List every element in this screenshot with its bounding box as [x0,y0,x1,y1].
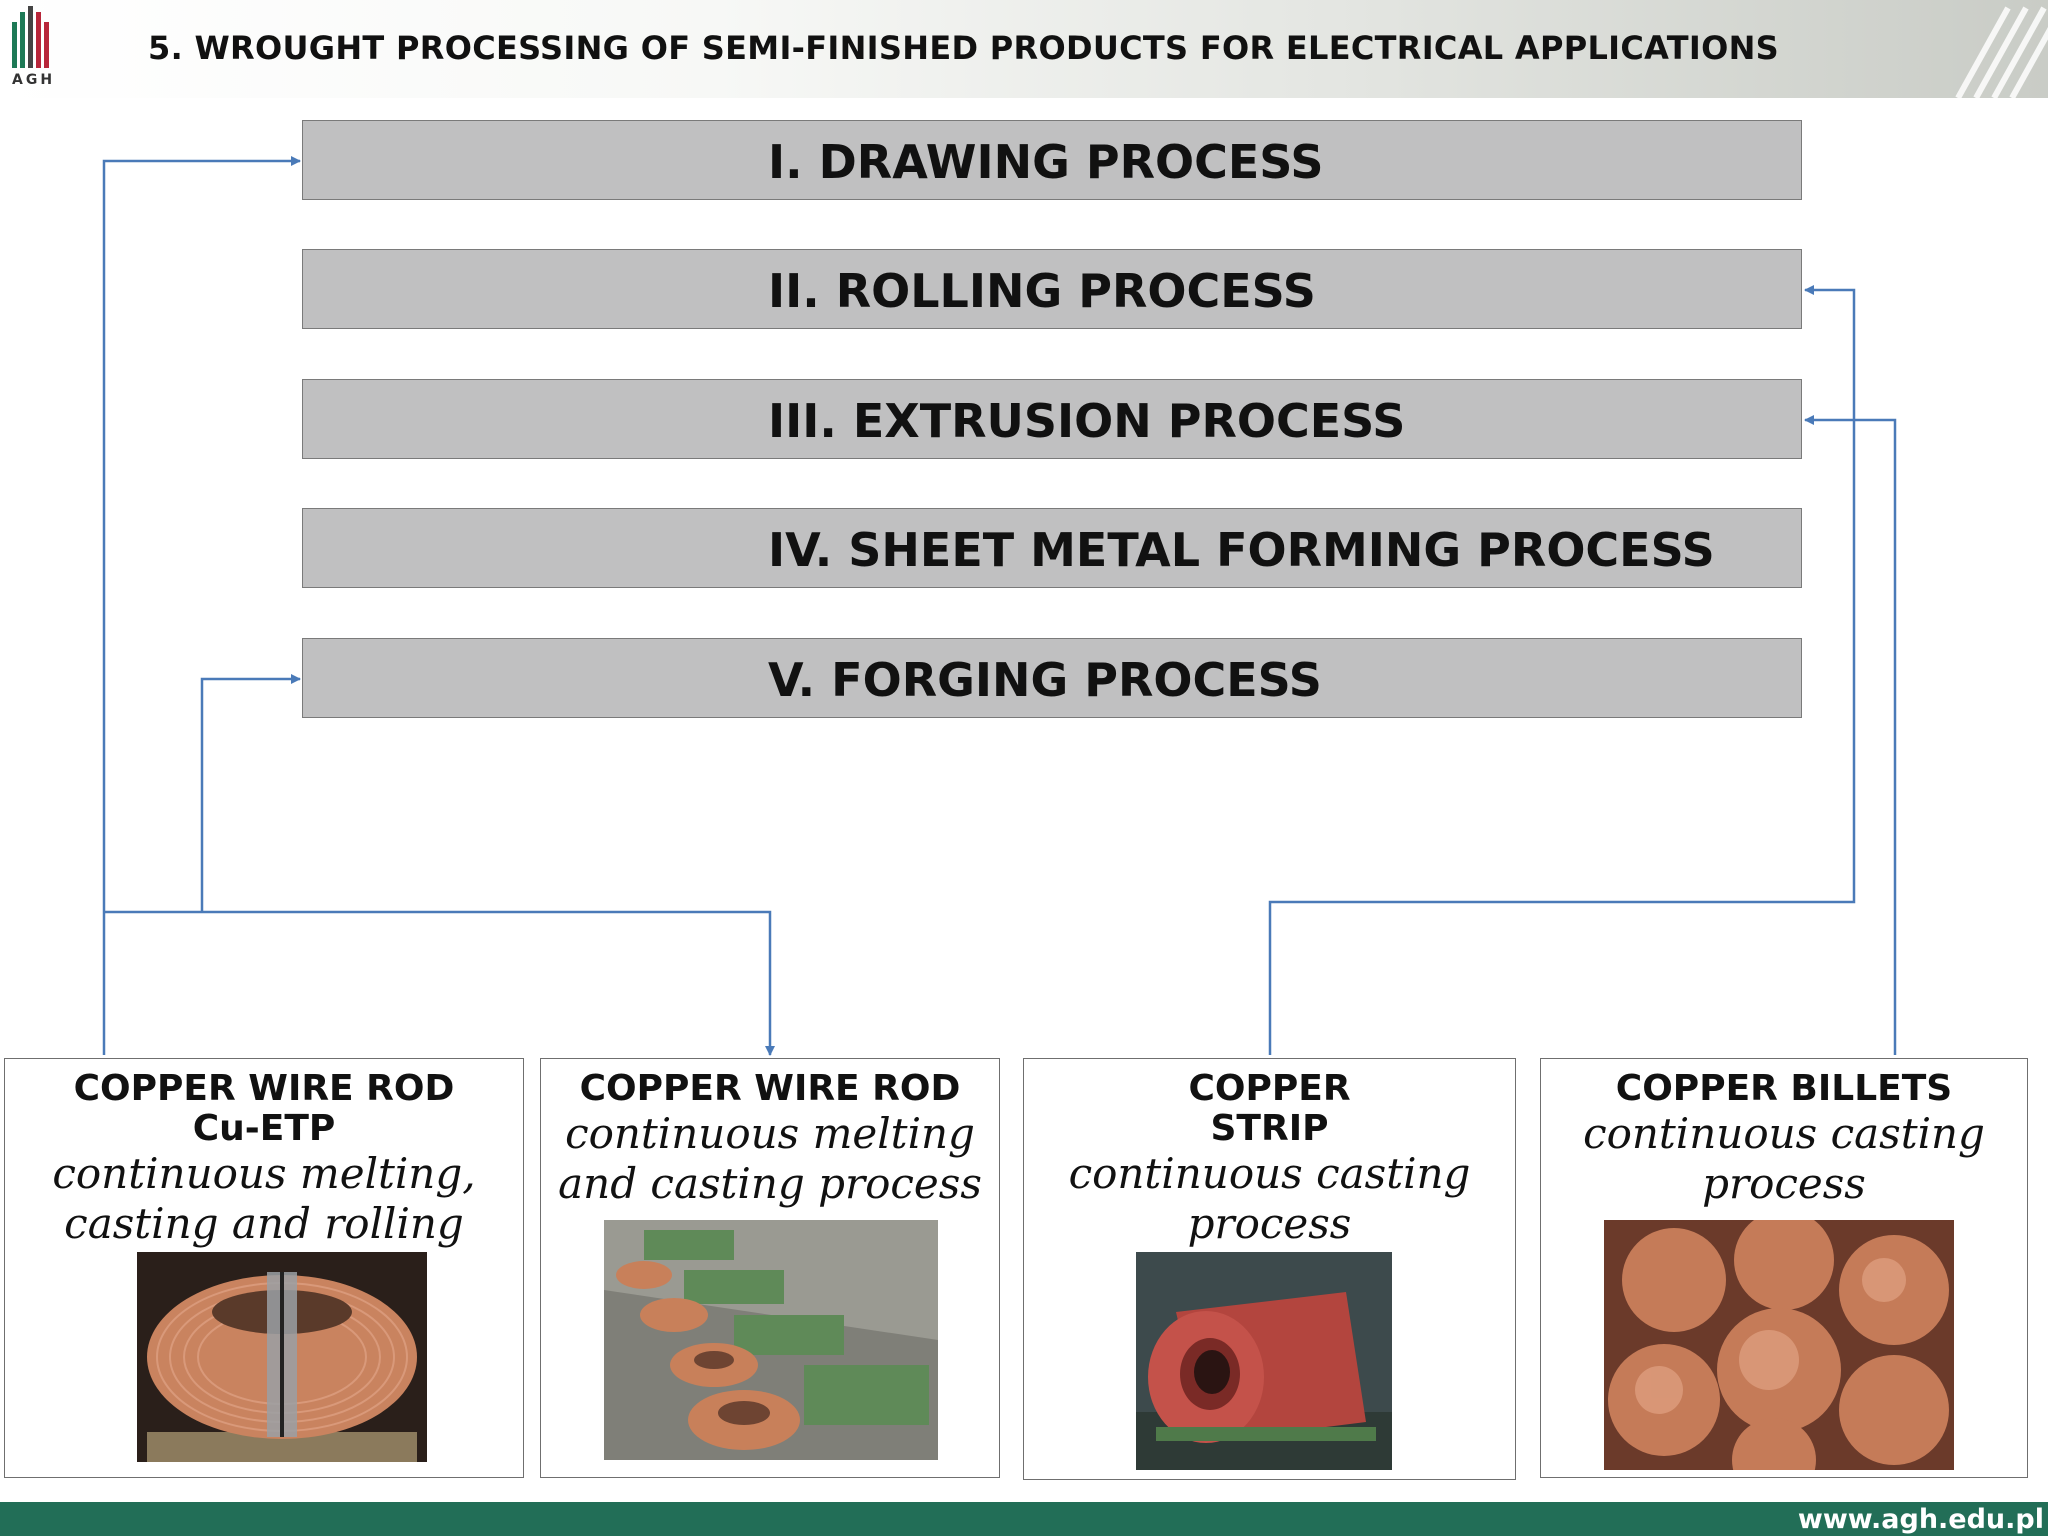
connector-wire-rod-to-drawing [102,156,301,1055]
source-subtitle: continuous casting process [1583,1109,1985,1208]
process-rolling: II. ROLLING PROCESS [302,249,1802,329]
process-label: III. EXTRUSION PROCESS [768,394,1406,448]
process-forging: V. FORGING PROCESS [302,638,1802,718]
source-subtitle: continuous melting, casting and rolling [52,1149,476,1248]
process-label: V. FORGING PROCESS [768,653,1322,707]
wire-rod-coil-photo [137,1252,427,1462]
source-heading: COPPER WIRE ROD [579,1068,961,1109]
footer-url: www.agh.edu.pl [1797,1504,2044,1535]
casting-line-photo [604,1220,938,1460]
source-subtitle: continuous casting process [1068,1149,1471,1248]
source-heading: COPPER WIRE ROD Cu-ETP [73,1068,455,1149]
process-extrusion: III. EXTRUSION PROCESS [302,379,1802,459]
slide-title: 5. WROUGHT PROCESSING OF SEMI-FINISHED P… [148,29,1780,67]
connector-strip-to-rolling [1268,285,1856,1055]
source-subtitle: continuous melting and casting process [558,1109,982,1208]
logo-text: AGH [12,72,56,88]
process-label: I. DRAWING PROCESS [768,135,1324,189]
source-heading: COPPER BILLETS [1615,1068,1953,1109]
connector-billets-to-extrusion [1804,415,1897,1055]
slide-footer: www.agh.edu.pl [0,1502,2048,1536]
connector-wire-rod-branch [104,910,775,1056]
agh-logo [12,6,49,68]
source-heading: COPPER STRIP [1188,1068,1351,1149]
copper-strip-coil-photo [1136,1252,1392,1470]
slide-header: AGH 5. WROUGHT PROCESSING OF SEMI-FINISH… [0,0,2048,98]
connector-to-forging [200,674,301,912]
copper-billets-photo [1604,1220,1954,1470]
header-stripes-decoration [1955,6,2048,98]
process-sheet-metal-forming: IV. SHEET METAL FORMING PROCESS [302,508,1802,588]
process-drawing: I. DRAWING PROCESS [302,120,1802,200]
process-label: II. ROLLING PROCESS [768,264,1316,318]
process-label: IV. SHEET METAL FORMING PROCESS [768,523,1715,577]
